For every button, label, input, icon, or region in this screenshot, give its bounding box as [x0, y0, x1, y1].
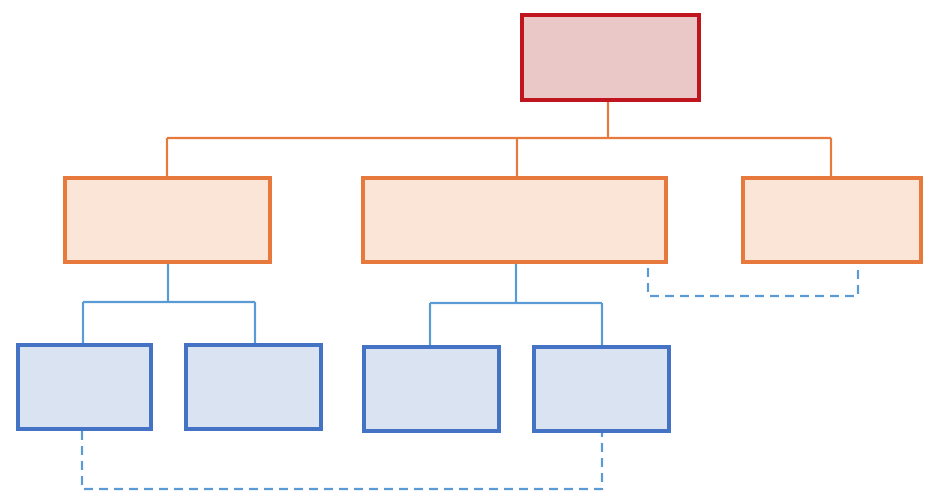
leaf-node-1 — [16, 343, 153, 431]
leaf-node-4 — [532, 345, 671, 433]
middle-node-right — [741, 176, 923, 264]
root-node — [520, 13, 701, 102]
dashed-link-middle — [646, 268, 860, 298]
middle-node-center — [361, 176, 668, 264]
dashed-link-bottom — [80, 431, 604, 491]
root-to-middle-connectors — [165, 101, 833, 178]
leaf-node-3 — [362, 345, 501, 433]
leaf-node-2 — [184, 343, 323, 431]
dashed-links — [80, 268, 860, 491]
middle-to-leaf-connectors — [81, 262, 604, 347]
middle-node-left — [63, 176, 272, 264]
